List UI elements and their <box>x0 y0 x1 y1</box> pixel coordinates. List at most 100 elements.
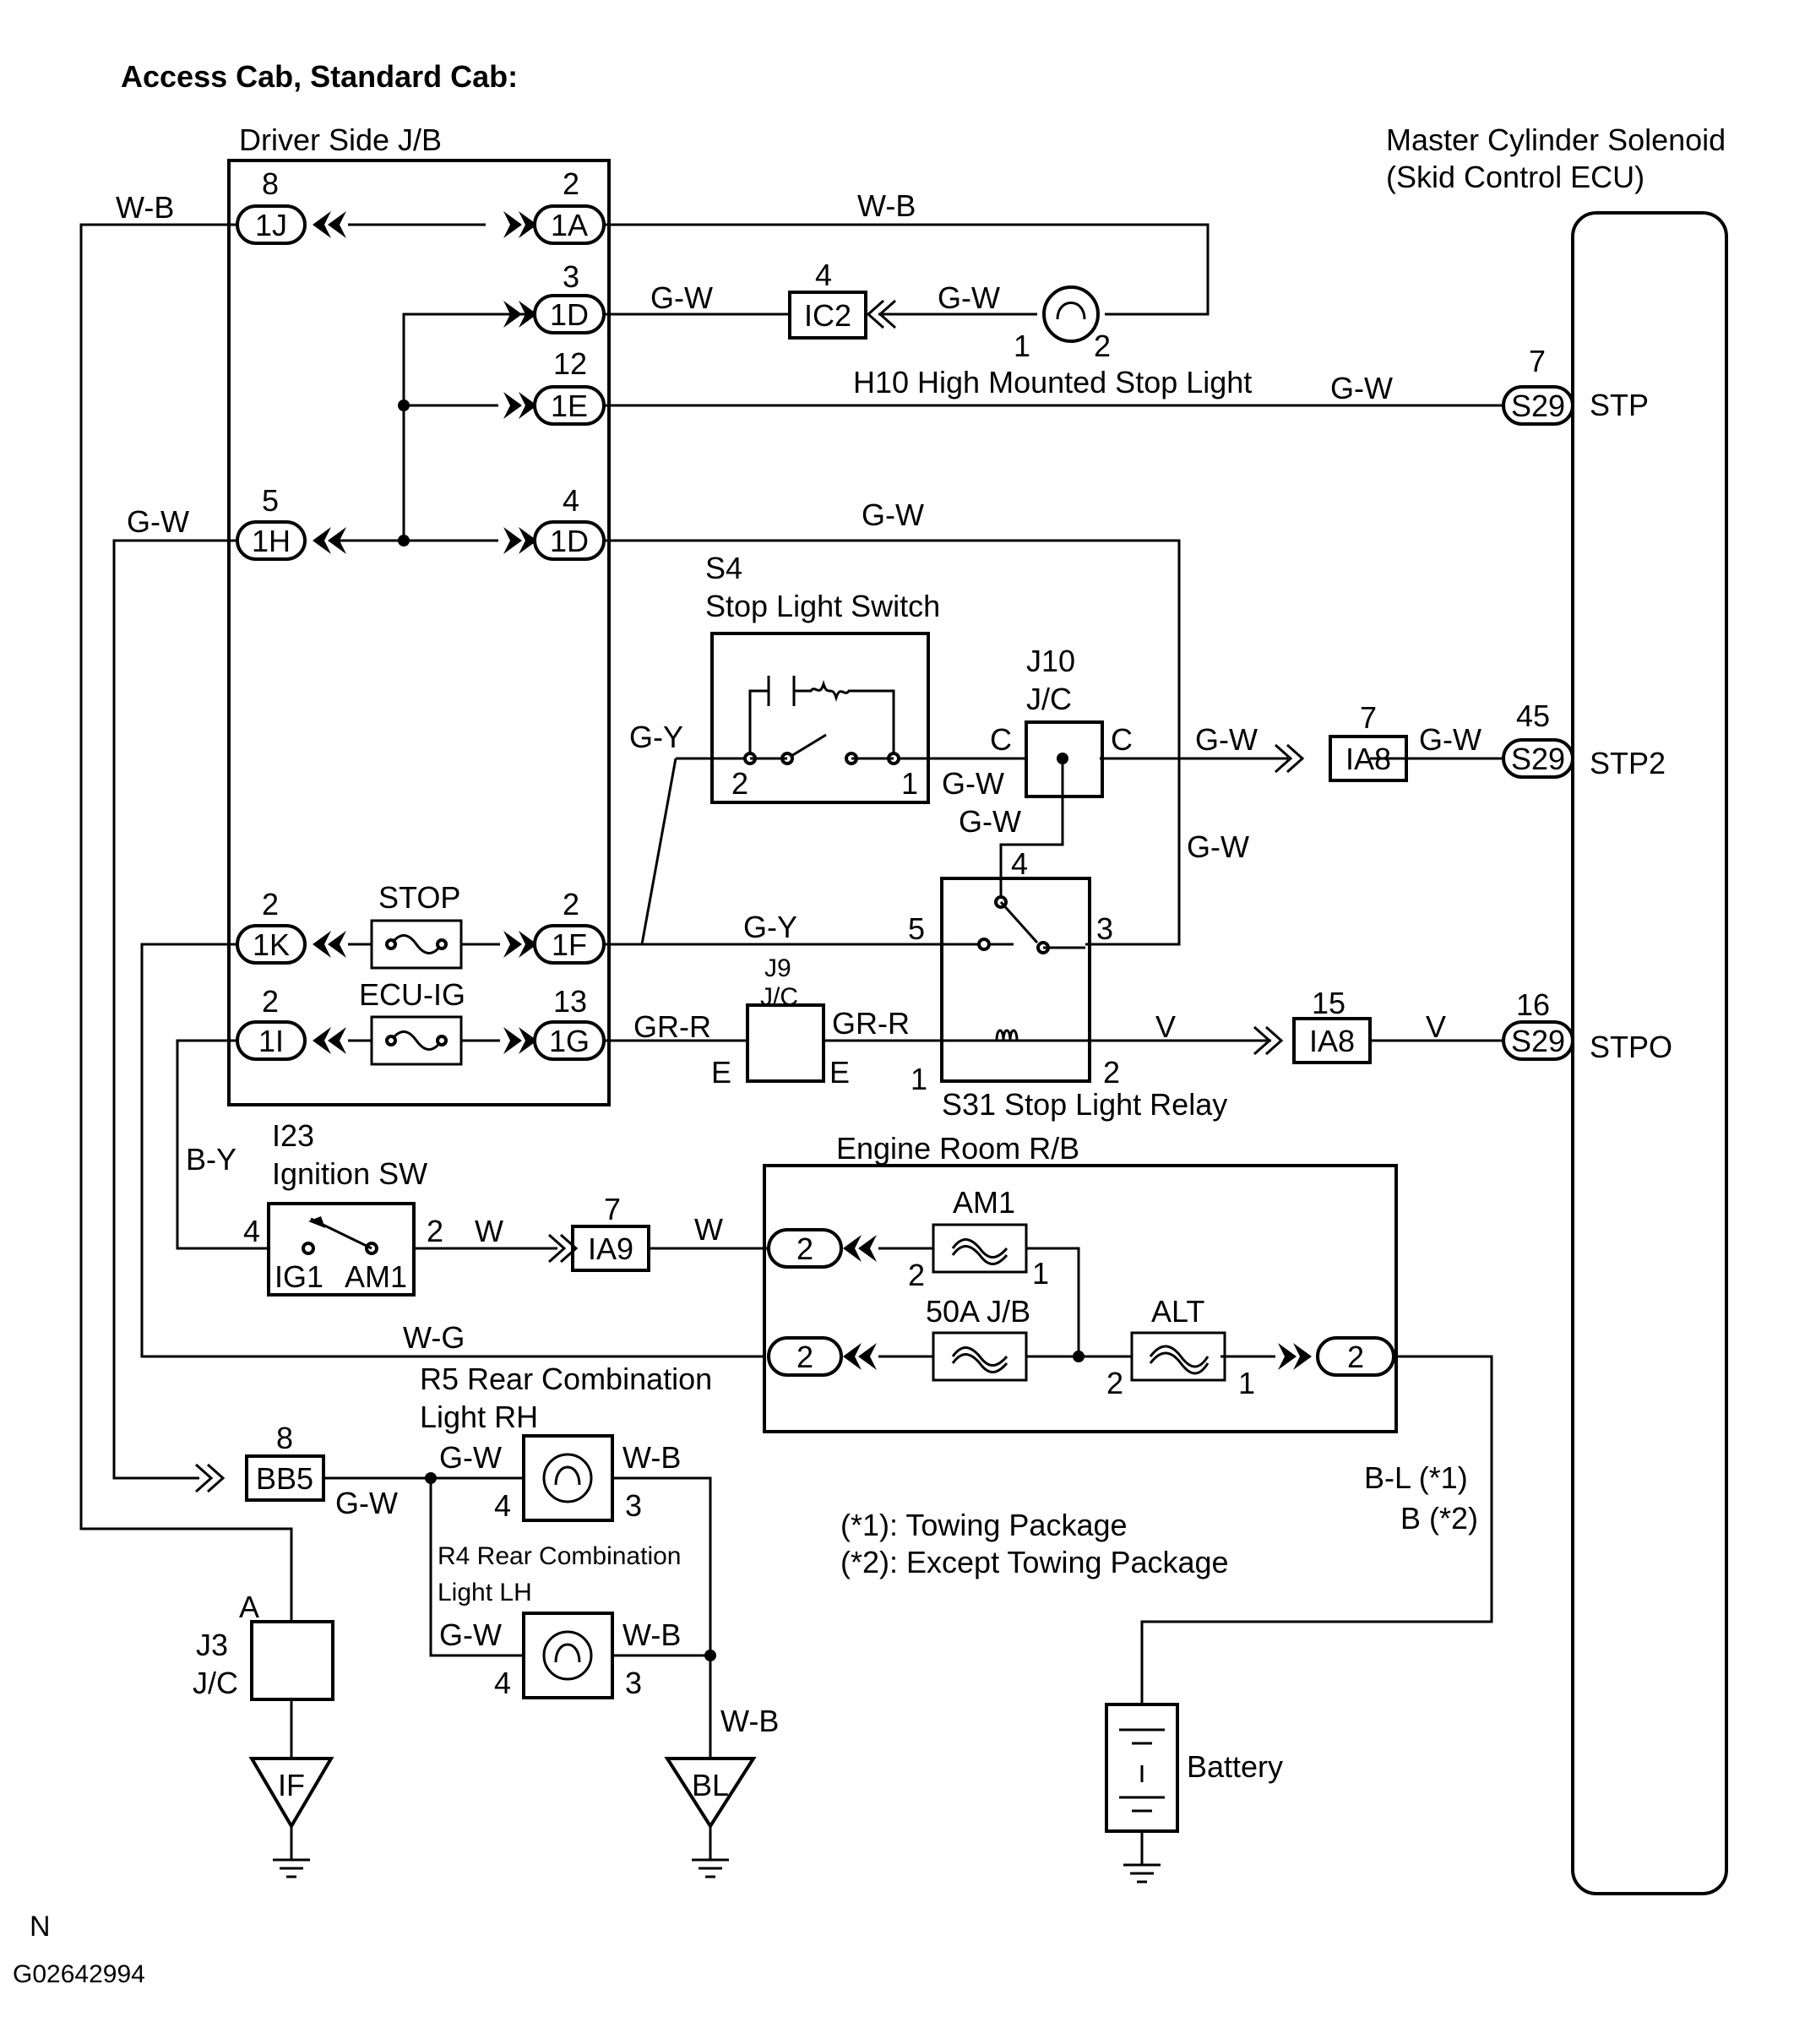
svg-text:7: 7 <box>1529 344 1546 378</box>
connector-s29-stp: 7 S29 <box>1502 344 1574 426</box>
j3-junction-connector: A J3 J/C <box>193 1590 334 1701</box>
h10-high-mounted-stop-light: 1 2 H10 High Mounted Stop Light <box>853 285 1252 400</box>
ecu-terminal-stp: STP <box>1590 388 1649 422</box>
j10-junction-connector: J10 J/C C C <box>990 644 1133 798</box>
svg-text:ALT: ALT <box>1151 1294 1204 1329</box>
wire-label: G-W <box>942 766 1004 801</box>
fuse-alt <box>1130 1331 1226 1382</box>
wire-label: G-W <box>1195 722 1258 757</box>
svg-text:2: 2 <box>262 984 279 1019</box>
svg-text:2: 2 <box>796 1231 813 1266</box>
connector-1e: 12 1E <box>503 346 606 426</box>
wire-label: G-W <box>1187 829 1249 864</box>
svg-text:1E: 1E <box>551 389 588 423</box>
svg-text:3: 3 <box>625 1666 642 1700</box>
connector-1d-mid: 4 1D <box>503 483 606 561</box>
connector-ia9: 7 IA9 <box>547 1192 650 1272</box>
wire-label: G-W <box>938 280 1000 315</box>
svg-text:3: 3 <box>1096 911 1113 946</box>
svg-text:S29: S29 <box>1511 389 1565 423</box>
footer-letter: N <box>30 1911 51 1943</box>
wire-label: G-W <box>1419 722 1481 757</box>
svg-text:J3: J3 <box>196 1628 228 1662</box>
svg-text:1H: 1H <box>252 524 291 558</box>
fuse-50a-jb <box>932 1331 1028 1382</box>
svg-text:IF: IF <box>278 1768 305 1802</box>
driver-jb-label: Driver Side J/B <box>239 122 442 157</box>
rb-connector-wg <box>767 1336 843 1377</box>
i23-ignition-switch: I23 Ignition SW 4 2 IG1 AM1 <box>243 1118 443 1297</box>
svg-text:2: 2 <box>563 887 579 921</box>
svg-text:2: 2 <box>908 1258 925 1292</box>
connector-s29-stp2: 45 S29 <box>1502 699 1574 779</box>
svg-text:J9: J9 <box>764 954 791 982</box>
svg-text:2: 2 <box>427 1214 443 1248</box>
svg-text:2: 2 <box>1106 1366 1123 1400</box>
wire-label: GR-R <box>633 1009 711 1044</box>
svg-text:1D: 1D <box>550 524 589 558</box>
svg-text:4: 4 <box>1011 846 1028 881</box>
svg-text:2: 2 <box>1094 329 1111 363</box>
svg-text:7: 7 <box>1360 700 1377 735</box>
connector-ia8-bottom: 15 IA8 <box>1253 986 1372 1064</box>
ground-if: IF <box>248 1757 334 1878</box>
fuse-stop: STOP <box>370 880 463 970</box>
svg-text:R5 Rear Combination: R5 Rear Combination <box>420 1362 712 1396</box>
svg-text:8: 8 <box>262 166 279 201</box>
connector-s29-stpo: 16 S29 <box>1502 987 1574 1061</box>
wire-label: G-Y <box>629 720 683 754</box>
connector-1i: 2 1I <box>236 984 346 1061</box>
wire-label: V <box>1155 1009 1176 1044</box>
svg-text:J/C: J/C <box>1026 682 1072 716</box>
svg-text:4: 4 <box>563 483 579 518</box>
ecu-terminal-stp2: STP2 <box>1590 746 1666 780</box>
wire-label: G-W <box>959 804 1021 839</box>
svg-text:IA8: IA8 <box>1309 1024 1355 1058</box>
svg-text:4: 4 <box>243 1214 260 1248</box>
wire-label: GR-R <box>832 1006 910 1041</box>
svg-text:1: 1 <box>1238 1366 1255 1400</box>
svg-text:C: C <box>1111 722 1133 757</box>
fuse-ecu-ig: ECU-IG <box>359 977 465 1066</box>
engine-room-rb: Engine Room R/B 2 2 AM1 2 1 50A J/B ALT … <box>763 1131 1398 1433</box>
note-except-towing: (*2): Except Towing Package <box>840 1545 1229 1579</box>
s4-stop-light-switch: S4 Stop Light Switch 2 1 <box>705 551 940 804</box>
wire-label: W-B <box>857 188 916 223</box>
wire-label: B-L (*1) <box>1364 1460 1468 1495</box>
connector-ic2: 4 IC2 <box>788 258 897 340</box>
wire-label: G-Y <box>743 910 797 944</box>
ecu-label-1: Master Cylinder Solenoid <box>1386 122 1726 157</box>
svg-text:STOP: STOP <box>378 880 460 915</box>
connector-1f: 2 1F <box>503 887 606 965</box>
fuse-am1 <box>932 1223 1028 1274</box>
svg-text:2: 2 <box>1103 1055 1120 1090</box>
svg-text:J/C: J/C <box>760 983 798 1011</box>
svg-text:E: E <box>711 1055 731 1090</box>
svg-text:Engine Room R/B: Engine Room R/B <box>836 1131 1079 1166</box>
svg-text:1I: 1I <box>258 1024 284 1058</box>
svg-text:AM1: AM1 <box>345 1259 407 1294</box>
junction-dots <box>398 400 1085 1661</box>
svg-text:8: 8 <box>276 1421 293 1455</box>
wire-label: B (*2) <box>1400 1501 1478 1536</box>
rb-connector-w <box>767 1228 843 1269</box>
rb-connector-alt <box>1316 1336 1395 1377</box>
figure-code: G02642994 <box>13 1960 145 1988</box>
svg-text:BL: BL <box>692 1768 729 1802</box>
svg-text:13: 13 <box>553 984 587 1019</box>
svg-text:1A: 1A <box>551 208 588 242</box>
connector-1j: 8 1J <box>236 166 346 245</box>
ecu-label-2: (Skid Control ECU) <box>1386 160 1644 194</box>
s31-stop-light-relay: 4 5 3 1 2 S31 Stop Light Relay <box>908 846 1227 1122</box>
battery: Battery <box>1105 1703 1283 1884</box>
svg-text:2: 2 <box>262 887 279 921</box>
wire-label: G-W <box>650 280 713 315</box>
ground-bl: BL <box>664 1757 757 1878</box>
svg-text:12: 12 <box>553 346 587 381</box>
svg-text:1F: 1F <box>552 927 587 962</box>
page-title: Access Cab, Standard Cab: <box>121 59 518 94</box>
svg-text:50A J/B: 50A J/B <box>926 1294 1030 1329</box>
wire-label: W-B <box>720 1704 779 1738</box>
connector-1a: 2 1A <box>503 166 606 245</box>
svg-text:W-B: W-B <box>622 1440 681 1475</box>
